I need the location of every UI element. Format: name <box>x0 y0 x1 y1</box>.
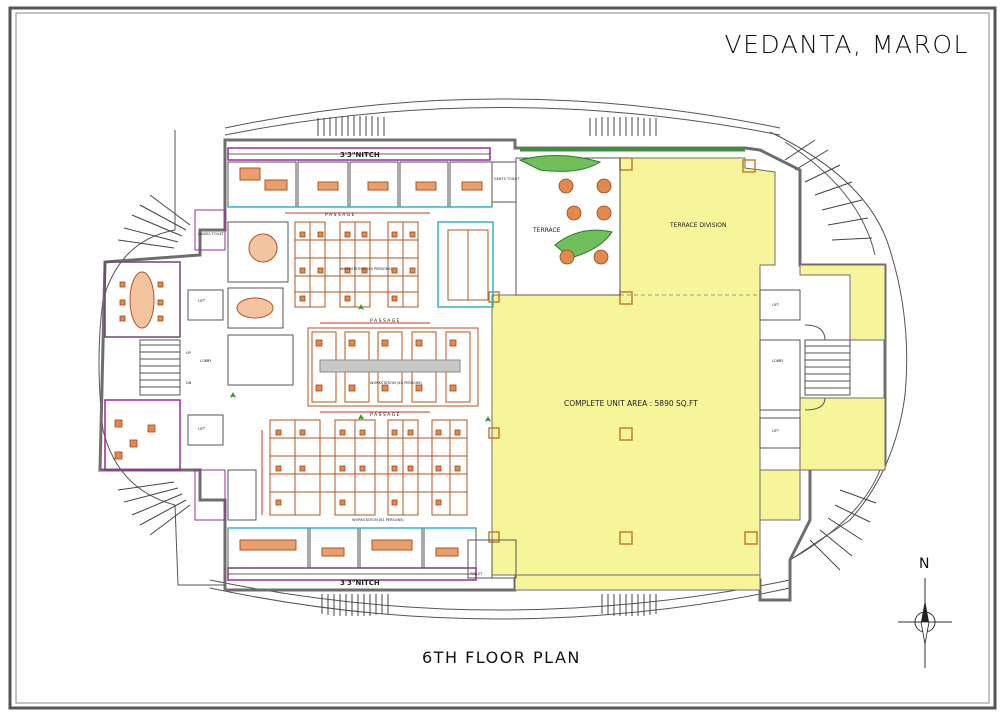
lobby-label-left: LOBBY <box>200 359 212 363</box>
bottom-strip-fill <box>514 574 761 591</box>
cabins-bottom <box>227 527 477 569</box>
building-walls <box>98 138 887 602</box>
unit-area-label: COMPLETE UNIT AREA : 5890 SQ.FT <box>564 399 698 408</box>
passage-label-1: P A S S A G E <box>325 212 355 218</box>
lift-label-3: LIFT <box>772 303 780 307</box>
north-arrow <box>898 578 952 668</box>
top-nitch-label: 3'3"NITCH <box>340 151 380 159</box>
passage-markers <box>261 212 430 515</box>
louvers-top <box>317 116 657 136</box>
floor-plan-title: 6TH FLOOR PLAN <box>422 648 581 667</box>
cabin-desks-top <box>239 167 483 191</box>
lift-label-4: LIFT <box>772 429 780 433</box>
plants <box>230 304 491 422</box>
lift-label-2: LIFT <box>198 427 206 431</box>
right-bottom-fill <box>759 469 801 521</box>
bottom-toilet-label: TOILET <box>469 572 483 576</box>
unit-area-fill <box>491 157 776 576</box>
lift-label-1: LIFT <box>198 299 206 303</box>
north-label: N <box>919 556 930 572</box>
right-core <box>759 289 851 449</box>
louvers-sides <box>117 139 877 571</box>
stair-up-label: UP <box>186 351 191 355</box>
stair-down-label: DN <box>186 381 192 385</box>
terrace-division-label: TERRACE DIVISION <box>669 222 727 229</box>
ladies-toilet-label: LADIES TOILET <box>198 232 225 236</box>
workstations-center[interactable] <box>307 327 479 407</box>
toilet-blocks <box>467 161 517 579</box>
right-wing-fill <box>799 264 886 341</box>
sheet-border-inner <box>15 12 990 704</box>
workstations-upper <box>294 221 489 308</box>
lobby-label-right: LOBBY <box>772 359 784 363</box>
plan-title: VEDANTA, MAROL <box>724 30 969 59</box>
bottom-nitch-label: 3'3"NITCH <box>340 579 380 587</box>
cabin-desks-bottom <box>239 539 459 557</box>
passage-label-2: P A S S A G E <box>370 318 400 324</box>
terrace-label: TERRACE <box>532 227 561 234</box>
workstation-label-1: WORKSTATION (XX PERSONS) <box>340 267 393 271</box>
cabins-top <box>227 161 493 208</box>
workstation-label-2: WORKSTATION (XX PERSONS) <box>370 381 423 385</box>
terrace <box>515 148 745 296</box>
sheet-border-outer <box>8 6 997 710</box>
meeting-rooms <box>104 221 494 521</box>
right-wing-fill-2 <box>799 397 886 471</box>
workstation-label-3: WORKSTATION (61 PERSONS) <box>352 518 404 522</box>
gents-toilet-label: GENTS TOILET <box>494 177 520 181</box>
louvers-bottom <box>321 594 657 616</box>
passage-label-3: P A S S A G E <box>370 412 400 418</box>
chairs <box>114 231 461 506</box>
structural-columns <box>488 157 758 545</box>
workstations-lower <box>269 419 468 516</box>
